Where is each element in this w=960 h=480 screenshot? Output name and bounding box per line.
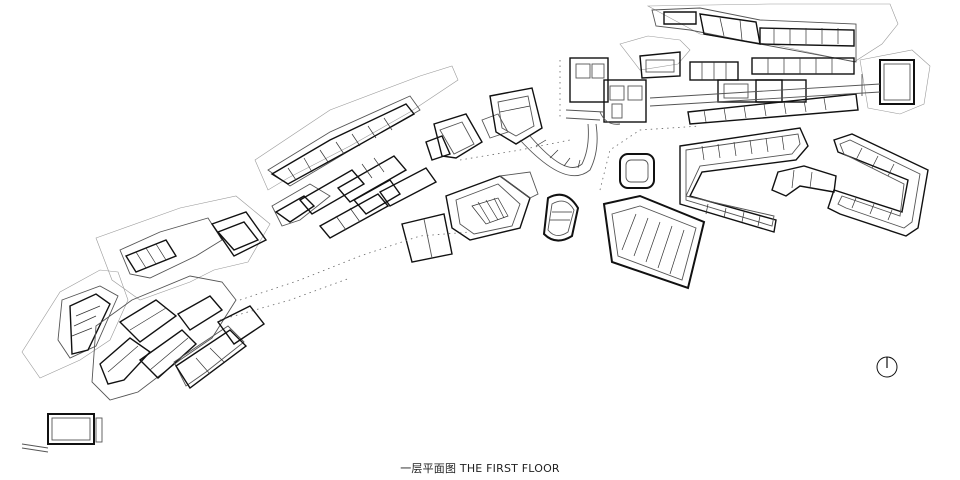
drawing-caption: 一层平面图 THE FIRST FLOOR bbox=[400, 462, 560, 475]
detached-pavilion bbox=[21, 413, 103, 453]
entry-cluster bbox=[559, 57, 647, 125]
roof-outline-lines bbox=[21, 3, 931, 379]
circulation-path bbox=[219, 125, 701, 321]
north-arrow-icon bbox=[876, 356, 898, 378]
central-buildings bbox=[401, 87, 706, 290]
west-wing bbox=[57, 211, 268, 401]
northeast-wing bbox=[639, 7, 915, 125]
central-west-wing bbox=[267, 95, 509, 239]
east-courtyard-blocks bbox=[679, 127, 929, 237]
